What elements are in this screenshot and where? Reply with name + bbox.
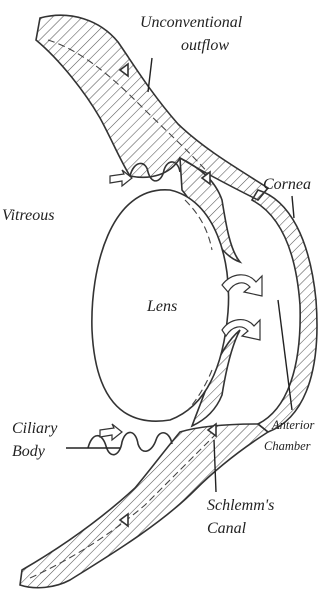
label-unconventional-line2: outflow: [181, 37, 229, 54]
arrow-vitreous-lower: [100, 424, 122, 440]
label-schlemm-line2: Canal: [207, 520, 247, 537]
label-anterior-line2: Chamber: [264, 439, 311, 453]
cornea-band: [252, 190, 317, 432]
leader-unconventional: [148, 58, 152, 92]
label-unconventional-line1: Unconventional: [140, 14, 243, 31]
leader-anterior: [278, 300, 292, 410]
label-ciliary-line2: Body: [12, 443, 46, 460]
label-ciliary-line1: Ciliary: [12, 420, 58, 437]
label-vitreous: Vitreous: [2, 207, 54, 224]
upper-sclera-band: [36, 15, 268, 200]
label-lens: Lens: [146, 298, 177, 315]
label-cornea: Cornea: [263, 176, 311, 193]
leader-cornea: [292, 196, 294, 218]
label-schlemm-line1: Schlemm's: [207, 497, 274, 514]
label-anterior-line1: Anterior: [271, 418, 314, 432]
